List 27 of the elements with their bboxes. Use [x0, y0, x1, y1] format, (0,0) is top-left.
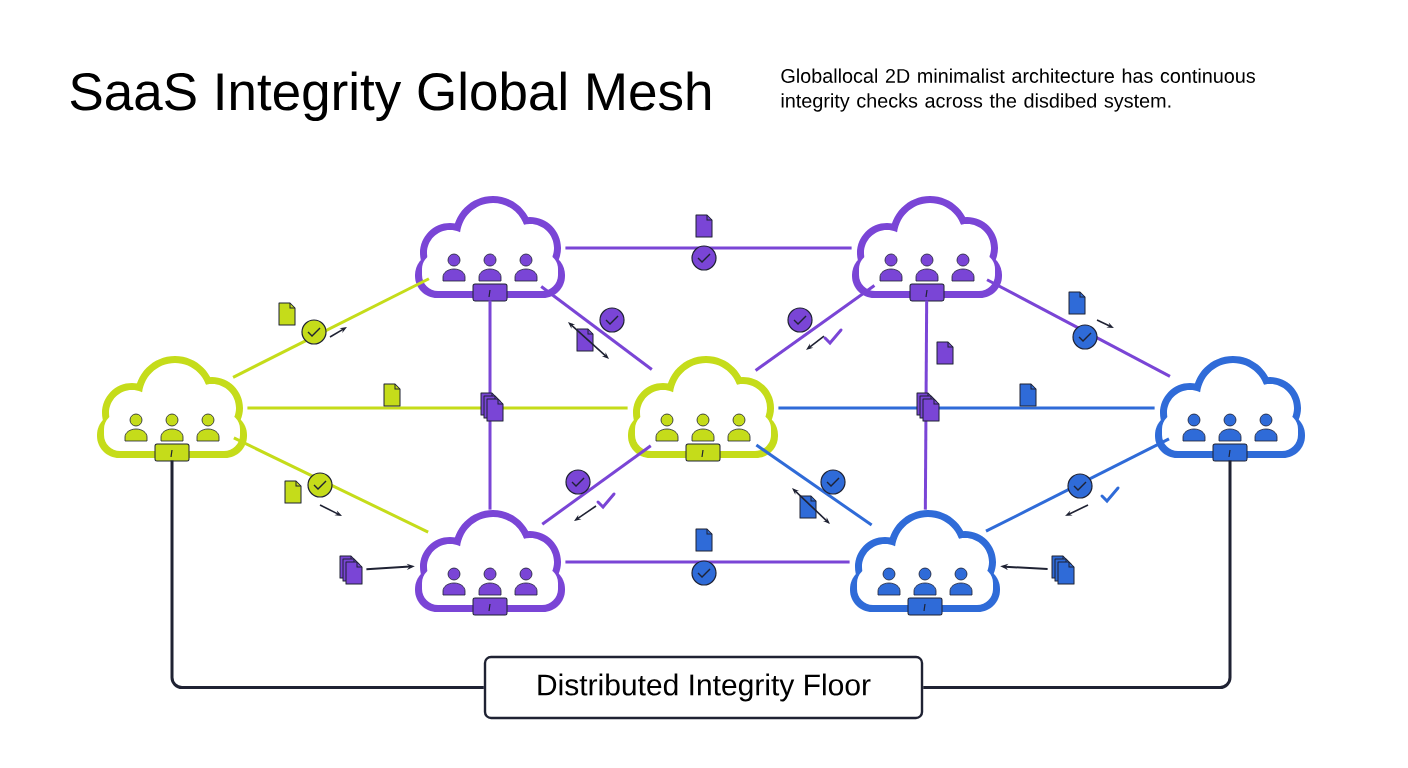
connector-line — [565, 560, 850, 564]
connector-line — [232, 277, 430, 379]
connector-line — [923, 300, 929, 510]
cloud-users-drawing — [97, 356, 247, 462]
connector-line — [247, 406, 628, 410]
cloud-users-drawing — [850, 510, 1000, 616]
title: SaaS Integrity Global Mesh — [70, 71, 711, 121]
connector-line — [540, 285, 653, 371]
description-text: Globallocal 2D minimalist architecture has continuous integrity checks across the disdibed system. — [781, 68, 1255, 112]
connector-line — [986, 278, 1171, 378]
connector-line — [565, 246, 852, 250]
connector-line — [488, 300, 492, 510]
connector-line — [923, 460, 1232, 689]
label-box: Distributed Integrity Floor — [483, 655, 924, 720]
connector-line — [754, 284, 876, 372]
document-stack-icon — [1051, 555, 1075, 585]
connector-line — [985, 437, 1170, 533]
document-stack-icon — [339, 555, 363, 585]
cloud-users-drawing — [415, 510, 565, 616]
connector-line — [755, 443, 873, 527]
cloud-users-drawing — [628, 356, 778, 462]
connector-line — [778, 406, 1155, 410]
cloud-users-drawing — [852, 196, 1002, 302]
cloud-users-drawing — [415, 196, 565, 302]
connector-line — [170, 460, 484, 689]
connector-line — [233, 436, 429, 534]
cloud-users-drawing — [1155, 356, 1305, 462]
